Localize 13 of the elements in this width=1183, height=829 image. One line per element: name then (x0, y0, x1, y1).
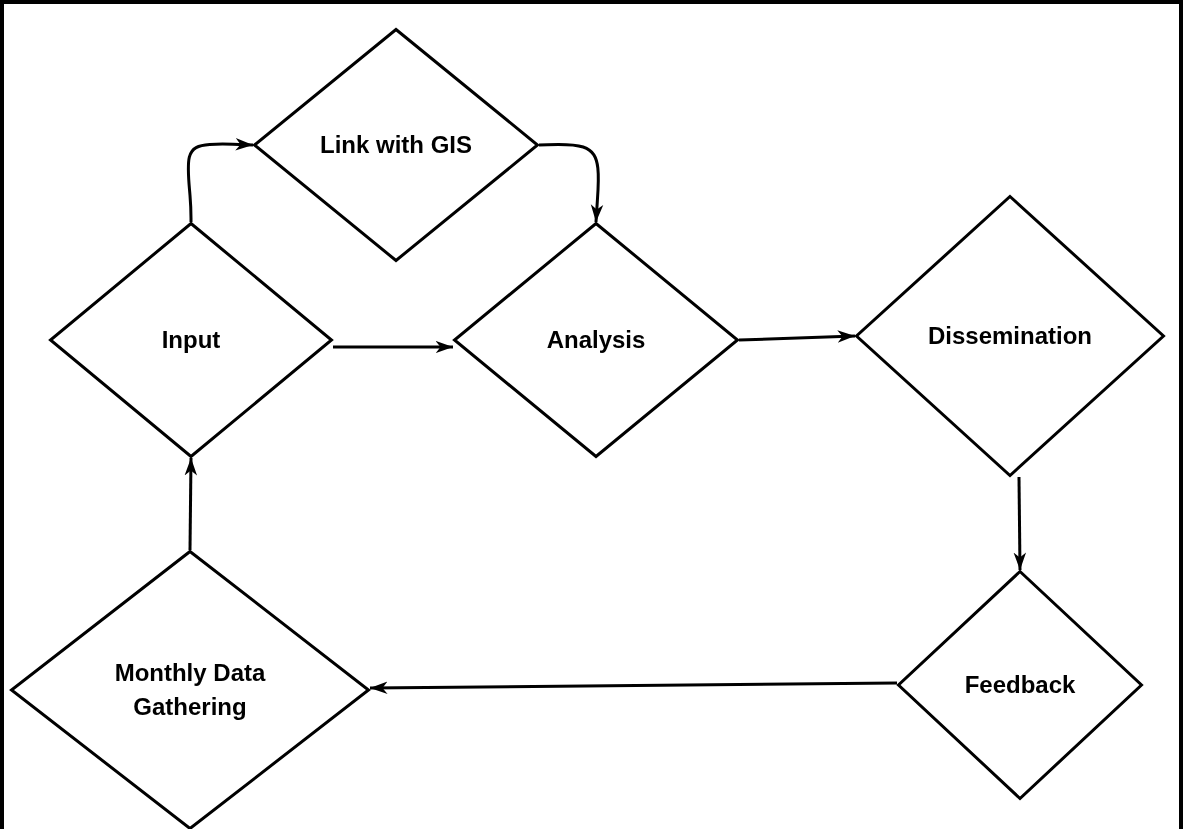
arrow (370, 681, 897, 695)
diamond-label: Feedback (963, 670, 1077, 700)
diamond-label: Link with GIS (319, 130, 473, 160)
diamond-label: Input (160, 325, 222, 355)
arrow (186, 138, 254, 222)
arrow (1013, 477, 1027, 570)
arrow (333, 340, 453, 354)
diamond-label: Dissemination (926, 321, 1093, 351)
diamond-label: Monthly Data Gathering (113, 658, 267, 722)
arrow (538, 142, 604, 223)
diamond-label: Analysis (545, 325, 647, 355)
arrow (738, 330, 856, 343)
arrow (184, 458, 198, 550)
